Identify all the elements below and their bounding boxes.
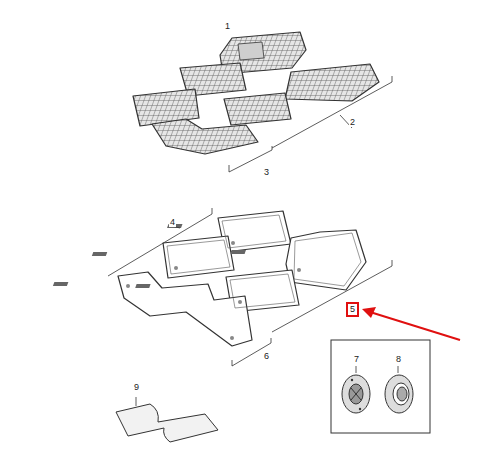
callout-number: 6 (263, 351, 270, 361)
callout-number: 3 (263, 167, 270, 177)
callout-number: 9 (133, 382, 140, 392)
callout-number: 2 (349, 117, 356, 127)
callout-number: 8 (395, 354, 402, 364)
callout-number: 4 (169, 217, 176, 227)
callout-number: 1 (224, 21, 231, 31)
callout-number: 5 (349, 304, 356, 314)
callout-number: 7 (353, 354, 360, 364)
